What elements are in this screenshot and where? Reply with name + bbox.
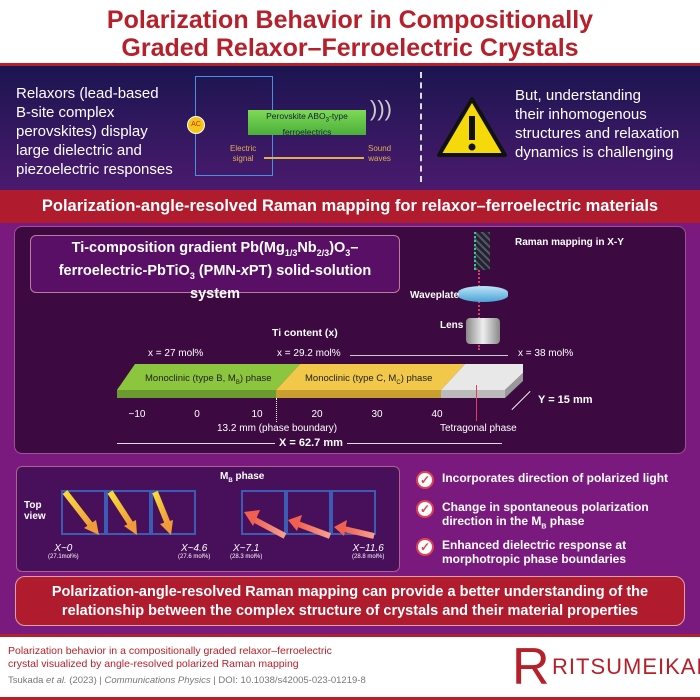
ti-content-label: Ti content (x): [272, 327, 338, 339]
polarization-arrow-icon: [62, 490, 96, 530]
position-label: X~4.6(27.6 mol%): [178, 543, 211, 560]
axis-tick: −10: [128, 409, 146, 420]
conclusion-box: Polarization-angle-resolved Raman mappin…: [15, 576, 685, 626]
ac-source-icon: AC: [187, 116, 205, 134]
position-label: X~0(27.1mol%): [48, 543, 79, 560]
laser-beam: [478, 270, 486, 350]
citation: Tsukada et al. (2023) | Communications P…: [8, 675, 366, 686]
mb-phase-label: Monoclinic (type B, MB) phase: [145, 373, 272, 386]
axis-tick: 30: [371, 409, 383, 420]
composition-end: x = 38 mol%: [518, 348, 574, 359]
system-title: Ti-composition gradient Pb(Mg1/3Nb2/3)O3…: [30, 235, 400, 302]
page-title: Polarization Behavior in Compositionally…: [0, 0, 700, 66]
cell: [286, 490, 331, 535]
sound-wave-icon: ))): [370, 96, 392, 121]
polarization-arrow-icon: [296, 521, 332, 539]
check-circle-icon: ✓: [416, 500, 434, 518]
raman-mapping-label: Raman mapping in X-Y: [515, 237, 624, 248]
polarization-arrow-icon: [152, 490, 171, 526]
cell: [106, 490, 151, 535]
position-label: X~7.1(28.3 mol%): [230, 543, 263, 560]
tetragonal-region: [441, 364, 523, 390]
mapping-grid: [474, 232, 490, 270]
check-item: ✓Incorporates direction of polarized lig…: [416, 471, 668, 489]
phase-boundary-line: [276, 398, 277, 422]
gradient-arrow: [350, 355, 508, 356]
phase-boundary-label: 13.2 mm (phase boundary): [217, 423, 338, 434]
logo-mark: R: [512, 638, 550, 696]
mc-phase-region: [276, 364, 465, 390]
perovskite-block: Perovskite ABO3-type ferroelectrics: [248, 110, 366, 137]
axis-tick: 40: [431, 409, 443, 420]
waveplate-icon: [458, 286, 508, 302]
polarization-arrow-icon: [251, 516, 287, 539]
x-dimension: X = 62.7 mm: [275, 437, 347, 449]
cell: [61, 490, 106, 535]
divider: [420, 72, 422, 182]
polarization-arrows: [62, 490, 375, 539]
graded-crystal-bar: [117, 364, 523, 398]
check-circle-icon: ✓: [416, 538, 434, 556]
waveplate-label: Waveplate: [410, 290, 460, 301]
section-banner: Polarization-angle-resolved Raman mappin…: [0, 190, 700, 223]
cell: [241, 490, 286, 535]
mb-phase-panel: [16, 466, 400, 572]
lens-icon: [466, 318, 500, 344]
position-label: X~11.6(28.8 mol%): [352, 543, 385, 560]
axis-tick: 0: [194, 409, 200, 420]
mb-phase-title: MB phase: [220, 471, 265, 484]
polarization-arrow-icon: [343, 526, 375, 539]
axis-tick: 10: [251, 409, 263, 420]
cell: [151, 490, 196, 535]
footer-caption: Polarization behavior in a compositional…: [8, 645, 332, 670]
warning-triangle-icon: [437, 97, 507, 157]
logo-text: RITSUMEIKAN: [552, 654, 700, 679]
polarization-arrow-icon: [107, 490, 135, 528]
composition-start: x = 27 mol%: [148, 348, 204, 359]
y-dimension: Y = 15 mm: [538, 394, 593, 406]
mb-phase-region: [117, 364, 300, 390]
tetragonal-pointer: [476, 385, 477, 421]
tetragonal-label: Tetragonal phase: [440, 423, 517, 434]
check-circle-icon: ✓: [416, 471, 434, 489]
lens-label: Lens: [440, 320, 464, 331]
axis-tick: 20: [311, 409, 323, 420]
arrow-icon: [264, 157, 364, 159]
footer: Polarization behavior in a compositional…: [0, 634, 700, 700]
composition-boundary: x = 29.2 mol%: [277, 348, 341, 359]
mc-phase-label: Monoclinic (type C, MC) phase: [305, 373, 433, 386]
